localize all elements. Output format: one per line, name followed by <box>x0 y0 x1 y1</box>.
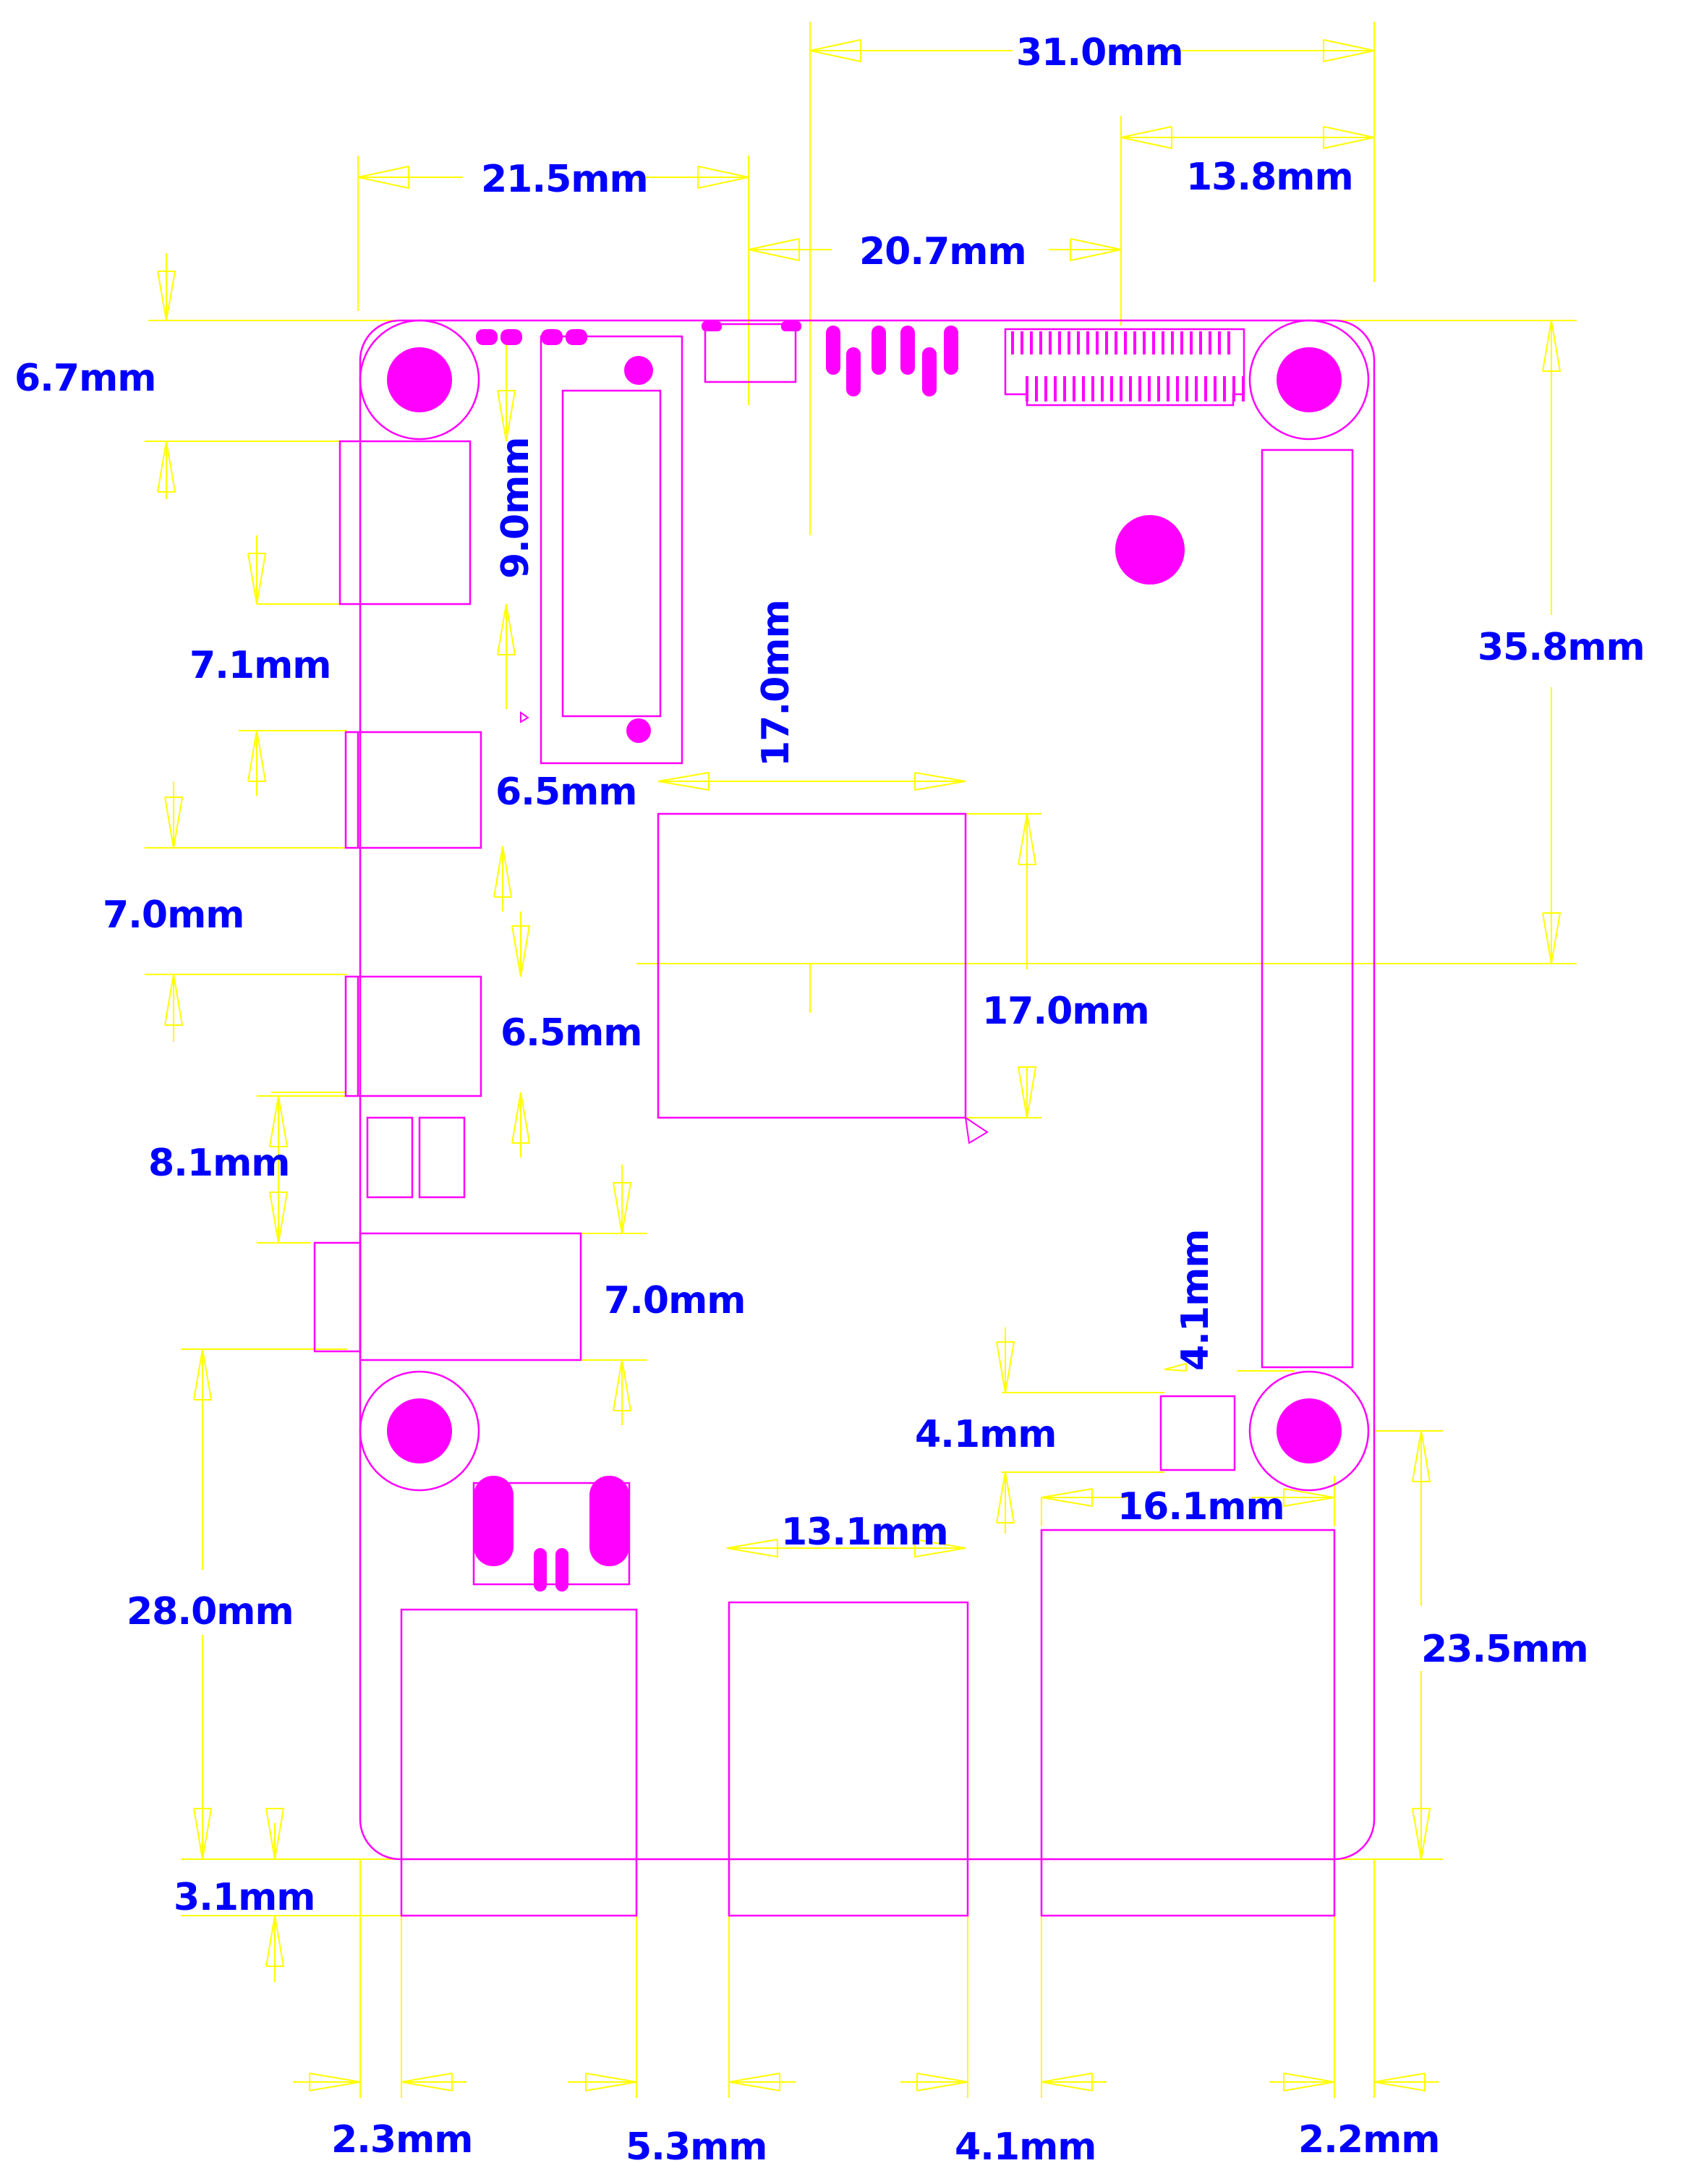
dim-35-8: 35.8mm <box>1478 626 1645 669</box>
dim-2-2: 2.2mm <box>1298 2118 1439 2162</box>
gpio-header <box>1261 449 1354 1369</box>
dim-31-0: 31.0mm <box>1016 31 1183 75</box>
mounting-hole-ring-tl <box>359 319 480 441</box>
filled-pads <box>387 321 1342 1592</box>
led-pad-3 <box>541 329 563 345</box>
fiducial-center <box>1115 515 1185 585</box>
audio-jack-body <box>359 1232 582 1361</box>
dim-7-1: 7.1mm <box>189 644 331 687</box>
audio-jack-neck <box>313 1241 362 1353</box>
mounting-hole-ring-tr <box>1248 319 1370 441</box>
ribbon-connector-outline <box>1004 328 1245 407</box>
dim-6-5-b: 6.5mm <box>500 1011 642 1055</box>
power-pad-right <box>589 1476 629 1566</box>
dim-16-1: 16.1mm <box>1117 1485 1284 1529</box>
top-connector-tab-r <box>781 321 801 331</box>
slot-pad-4 <box>900 326 915 375</box>
board-components <box>313 319 1376 1917</box>
usb-stack-left <box>400 1608 638 1917</box>
dim-6-7: 6.7mm <box>14 357 155 400</box>
dim-2-3: 2.3mm <box>331 2118 472 2162</box>
dim-8-1: 8.1mm <box>148 1142 289 1185</box>
soc-chip <box>657 812 967 1119</box>
dim-28-0: 28.0mm <box>127 1590 294 1633</box>
mounting-hole-ring-bl <box>359 1370 480 1492</box>
button-right <box>418 1116 466 1199</box>
mounting-hole-tr <box>1277 347 1342 412</box>
sd-pad-bottom <box>626 718 651 743</box>
button-left <box>366 1116 414 1199</box>
dim-20-7: 20.7mm <box>859 230 1026 273</box>
top-connector-tab-l <box>702 321 722 331</box>
usb-stack-middle <box>728 1601 969 1917</box>
power-pin-2 <box>555 1548 568 1592</box>
dim-4-1-vertical: 4.1mm <box>1174 1230 1217 1371</box>
led-pad-4 <box>566 329 587 345</box>
sd-slot-inner <box>561 389 662 718</box>
dim-23-5: 23.5mm <box>1421 1628 1588 1671</box>
sd-pad-top <box>624 356 653 385</box>
usb-port-a <box>344 731 482 849</box>
dim-17-0-horizontal: 17.0mm <box>982 990 1149 1033</box>
usb-port-b <box>344 975 482 1097</box>
power-pad-left <box>474 1476 514 1566</box>
top-connector <box>704 323 797 383</box>
dim-6-5-a: 6.5mm <box>495 770 636 814</box>
dim-21-5: 21.5mm <box>481 158 648 201</box>
mounting-hole-br <box>1277 1398 1342 1463</box>
slot-pad-5 <box>922 347 937 396</box>
dim-7-0-mid: 7.0mm <box>604 1279 745 1322</box>
ribbon-pins <box>1011 331 1245 401</box>
dim-4-1-bottom: 4.1mm <box>955 2125 1096 2169</box>
dim-7-0-left: 7.0mm <box>103 893 244 937</box>
dim-3-1: 3.1mm <box>174 1876 315 1919</box>
dim-5-3: 5.3mm <box>626 2125 767 2169</box>
small-component-square <box>1159 1395 1236 1471</box>
ethernet-port <box>1040 1529 1336 1917</box>
dim-9-0: 9.0mm <box>494 438 537 579</box>
dimension-labels: 31.0mm 13.8mm 21.5mm 20.7mm 6.7mm 7.1mm … <box>14 31 1645 2169</box>
mounting-hole-ring-br <box>1248 1370 1370 1492</box>
dim-13-8: 13.8mm <box>1186 156 1353 199</box>
slot-pad-2 <box>846 347 861 396</box>
mounting-hole-bl <box>387 1398 452 1463</box>
led-pad-1 <box>476 329 498 345</box>
sd-slot-frame <box>540 335 683 765</box>
dimension-lines <box>145 22 1577 2098</box>
power-pin-1 <box>534 1548 547 1592</box>
dim-13-1: 13.1mm <box>781 1510 948 1554</box>
slot-pad-6 <box>944 326 958 375</box>
dim-17-0-vertical: 17.0mm <box>754 600 798 767</box>
usb-c-port-top <box>338 440 472 606</box>
slot-pad-1 <box>826 326 840 375</box>
led-pad-2 <box>500 329 522 345</box>
dim-4-1-horizontal: 4.1mm <box>915 1413 1056 1456</box>
mounting-hole-tl <box>387 347 452 412</box>
slot-pad-3 <box>872 326 886 375</box>
